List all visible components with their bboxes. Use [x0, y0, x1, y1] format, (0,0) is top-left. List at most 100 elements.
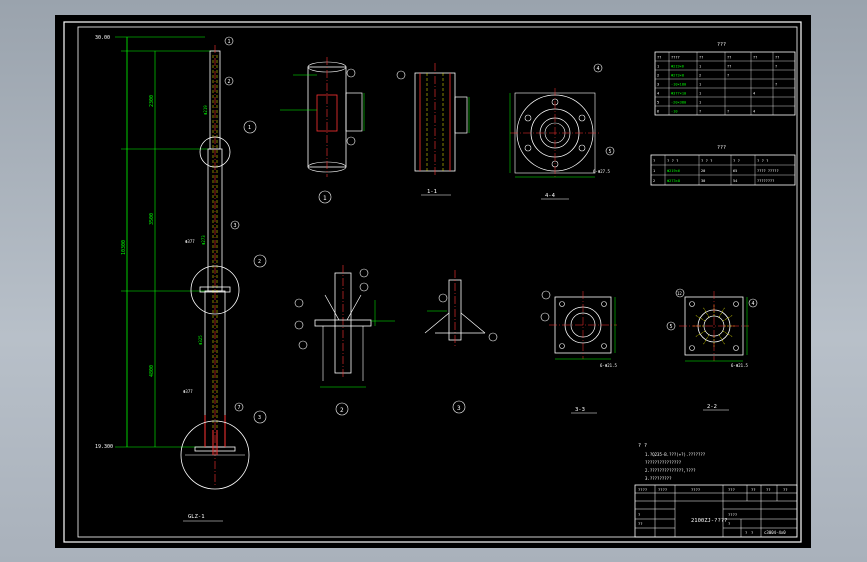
drawing-sheet: 30.00 19.300 10300 2300 3500 4800 Φ219 Φ…	[63, 21, 802, 543]
materials-header-cell: ????	[671, 56, 680, 60]
pole-label-b: Φ273	[201, 235, 206, 245]
materials-cell: Φ219×6	[671, 65, 684, 69]
notes: ? ? 1.?Q235-B.???(+?).??????? ??????????…	[638, 443, 706, 481]
materials-cell: 1	[699, 92, 701, 96]
tb-c4: ?	[728, 521, 730, 526]
tb-c6: ?	[751, 530, 753, 535]
view-label-2: 2	[340, 407, 344, 414]
view-label-3-3: 3-3	[575, 407, 585, 413]
summary-cell: 54	[733, 179, 737, 183]
view-label-1: 1	[323, 195, 327, 202]
materials-cell: Φ273×8	[671, 74, 684, 78]
tb-h4: ???	[728, 487, 735, 492]
materials-cell: -10×180	[671, 83, 686, 87]
drawing-number: c3004-4x0	[764, 530, 786, 535]
callout-7[interactable]: 7	[234, 402, 244, 412]
tb-h3: ????	[691, 487, 700, 492]
summary-header-cell: ? ? ?	[757, 158, 768, 163]
detail-2: 2	[294, 265, 395, 416]
pole-label-d: Φ377	[185, 239, 195, 244]
pole-label: GLZ-1	[188, 514, 205, 520]
detail-3: 3	[424, 270, 498, 414]
callout-3[interactable]: 3	[230, 220, 240, 230]
pole-elevation: 30.00 19.300 10300 2300 3500 4800 Φ219 Φ…	[95, 35, 267, 522]
view-label-3: 3	[457, 405, 461, 412]
tb-c2: ??	[638, 521, 643, 526]
summary-cell: ???? ?????	[757, 169, 779, 173]
tb-h2: ????	[658, 487, 667, 492]
materials-cell: 2	[699, 74, 701, 78]
materials-cell: -10	[671, 110, 678, 114]
svg-text:7: 7	[238, 405, 241, 411]
bottom-elevation: 19.300	[95, 444, 113, 450]
summary-cell: ????????	[757, 179, 774, 183]
materials-cell: ?	[775, 83, 777, 87]
pole-label-e: Φ377	[183, 389, 193, 394]
section-mark-3[interactable]: 3	[253, 410, 267, 424]
view-label-1-1: 1-1	[427, 189, 437, 195]
callout-1[interactable]: 1	[224, 36, 234, 46]
summary-header-cell: ?	[653, 158, 655, 163]
summary-cell: 20	[701, 169, 705, 173]
detail-1: 1	[280, 57, 365, 204]
note-1b: ???????????????	[645, 460, 682, 465]
svg-text:5: 5	[609, 149, 612, 155]
materials-cell: ?	[727, 74, 729, 78]
outer-border	[63, 21, 802, 543]
summary-header-cell: ? ?	[733, 158, 740, 163]
note-1: 1.?Q235-B.???(+?).???????	[645, 452, 706, 457]
summary-title: ???	[717, 145, 726, 151]
materials-cell: ?	[727, 110, 729, 114]
svg-text:1: 1	[248, 125, 251, 131]
section-mark-2[interactable]: 2	[253, 254, 267, 268]
materials-cell: ??	[727, 65, 731, 69]
total-dim: 10300	[121, 240, 127, 255]
svg-text:3: 3	[234, 223, 237, 229]
materials-header-cell: ??	[727, 56, 731, 60]
cad-viewport[interactable]: 30.00 19.300 10300 2300 3500 4800 Φ219 Φ…	[55, 15, 811, 548]
svg-text:1: 1	[228, 39, 231, 45]
summary-cell: 30	[701, 179, 705, 183]
materials-cell: 6	[657, 110, 659, 114]
materials-header-cell: ??	[753, 56, 757, 60]
materials-title: ???	[717, 42, 726, 48]
materials-cell: 4	[753, 92, 755, 96]
summary-header-cell: ? ? ?	[667, 158, 678, 163]
materials-header-cell: ??	[699, 56, 703, 60]
summary-cell: Φ219×6	[667, 169, 680, 173]
materials-cell: 2	[657, 74, 659, 78]
svg-text:12: 12	[677, 291, 682, 296]
materials-cell: -20×380	[671, 101, 686, 105]
summary-cell: Φ273×8	[667, 179, 680, 183]
materials-cell: 4	[753, 110, 755, 114]
summary-cell: 2	[653, 179, 655, 183]
title-block[interactable]: ???? ???? ???? ??? ?? ?? ?? ? ?? ???? ? …	[634, 484, 798, 538]
svg-text:2: 2	[228, 79, 231, 85]
dim-lower: 4800	[149, 365, 155, 377]
bolts-2-2: 6-Φ21.5	[731, 363, 748, 368]
svg-text:3: 3	[258, 415, 261, 421]
bolts-3-3: 6-Φ21.5	[600, 363, 617, 368]
summary-cell: 65	[733, 169, 737, 173]
materials-header-cell: ??	[657, 56, 661, 60]
materials-cell: 5	[657, 101, 659, 105]
holes-4-4: 6-Φ27.5	[593, 169, 610, 174]
svg-text:4: 4	[752, 301, 755, 307]
section-mark-1[interactable]: 1	[243, 120, 257, 134]
notes-heading: ? ?	[638, 443, 647, 449]
dim-middle: 3500	[149, 213, 155, 225]
tb-c5: ?	[745, 530, 747, 535]
note-3: 3.?????????	[645, 476, 672, 481]
materials-cell: 1	[699, 101, 701, 105]
view-label-4-4: 4-4	[545, 193, 556, 199]
materials-cell: 3	[657, 83, 659, 87]
detail-3-3: 6-Φ21.5 3-3	[540, 290, 617, 414]
tb-h6: ??	[766, 487, 771, 492]
svg-text:2: 2	[258, 259, 261, 265]
pole-label-c: Φ325	[198, 335, 203, 345]
note-2: 2.??????????????,????	[645, 468, 696, 473]
callout-2[interactable]: 2	[224, 76, 234, 86]
pole-label-a: Φ219	[203, 105, 208, 115]
